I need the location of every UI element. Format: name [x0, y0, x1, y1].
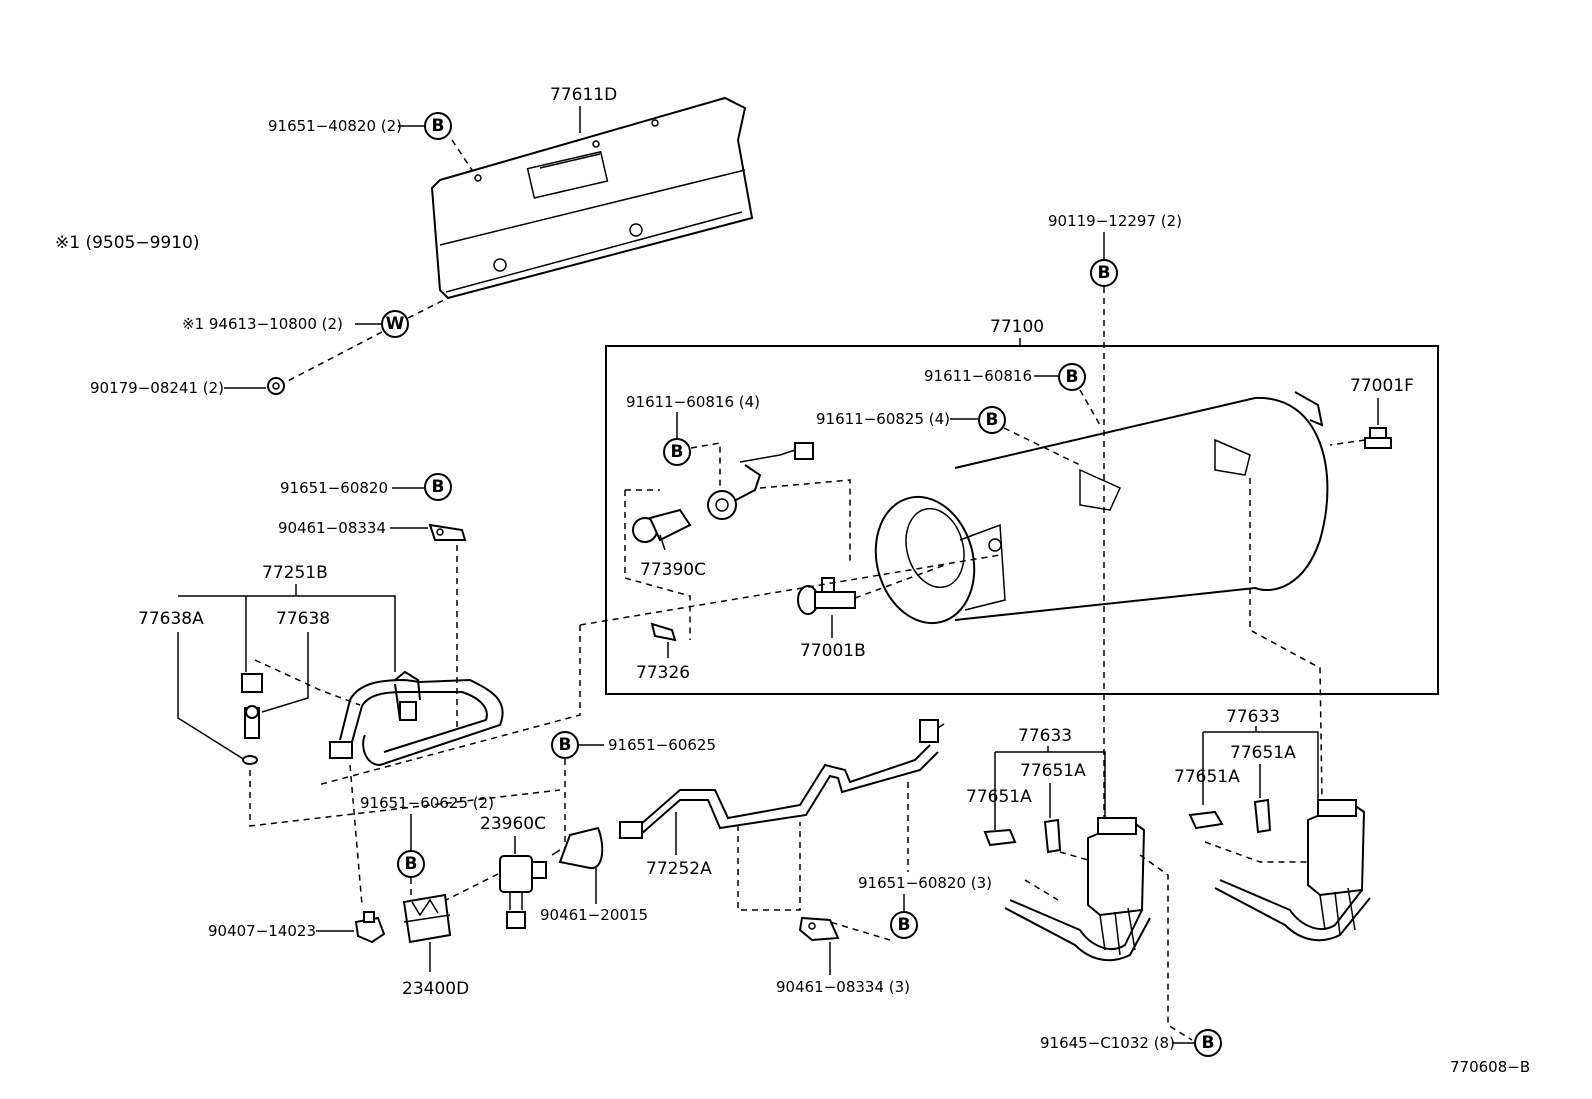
label-77001F: 77001F: [1350, 376, 1414, 396]
label-77633-left: 77633: [1018, 726, 1072, 746]
symbol-b-1: B: [424, 112, 452, 140]
symbol-b-4: B: [663, 438, 691, 466]
label-90179-08241: 90179−08241 (2): [90, 379, 224, 397]
plug-77001F: [1364, 427, 1392, 449]
svg-text:B: B: [986, 410, 999, 430]
label-91611-60816-4: 91611−60816 (4): [626, 393, 760, 411]
pipe-77251B: [329, 670, 504, 767]
label-91611-60816-top: 91611−60816: [924, 367, 1032, 385]
label-94613-10800: ※1 94613−10800 (2): [182, 315, 343, 333]
label-91651-60820-3: 91651−60820 (3): [858, 874, 992, 892]
label-91651-60820: 91651−60820: [280, 479, 388, 497]
bracket-90461-20015: [551, 826, 604, 870]
frame-77100: [605, 345, 1439, 695]
union-90407-14023: [354, 911, 386, 944]
symbol-b-9: B: [890, 911, 918, 939]
label-77638: 77638: [276, 609, 330, 629]
label-77001B: 77001B: [800, 641, 866, 661]
relay-23400D: [402, 893, 452, 944]
symbol-b-2: B: [1090, 259, 1118, 287]
label-90461-08334: 90461−08334: [278, 519, 386, 537]
symbol-b-3: B: [1058, 363, 1086, 391]
label-77651A-b: 77651A: [966, 787, 1032, 807]
drain-valve-77001B: [797, 577, 856, 615]
symbol-b-7: B: [551, 731, 579, 759]
label-77651A-a: 77651A: [1020, 761, 1086, 781]
label-23960C: 23960C: [480, 814, 546, 834]
switch-23960C: [499, 855, 547, 929]
label-77390C: 77390C: [640, 560, 706, 580]
label-77633-right: 77633: [1226, 707, 1280, 727]
diagram-id: 770608−B: [1450, 1058, 1530, 1076]
label-77651A-d: 77651A: [1174, 767, 1240, 787]
label-91651-40820: 91651−40820 (2): [268, 117, 402, 135]
label-90461-20015: 90461−20015: [540, 906, 648, 924]
label-77326: 77326: [636, 663, 690, 683]
svg-text:B: B: [1098, 263, 1111, 283]
symbol-b-6: B: [424, 473, 452, 501]
label-77251B: 77251B: [262, 563, 328, 583]
label-23400D: 23400D: [402, 979, 469, 999]
strap-77633-right: [1188, 798, 1371, 942]
symbol-b-10: B: [1194, 1029, 1222, 1057]
svg-text:B: B: [432, 116, 445, 136]
trim-panel-77611D: [430, 96, 754, 300]
label-77100: 77100: [990, 317, 1044, 337]
symbol-b-8: B: [397, 850, 425, 878]
label-77651A-c: 77651A: [1230, 743, 1296, 763]
label-91651-60625-2: 91651−60625 (2): [360, 794, 494, 812]
clamp-90461-08334-a: [428, 523, 467, 541]
label-90461-08334-3: 90461−08334 (3): [776, 978, 910, 996]
note-range: ※1 (9505−9910): [55, 233, 200, 253]
svg-text:B: B: [1066, 367, 1079, 387]
harness-77252A: [619, 719, 945, 839]
label-91611-60825: 91611−60825 (4): [816, 410, 950, 428]
label-91651-60625: 91651−60625: [608, 736, 716, 754]
fitting-77638A: [241, 673, 263, 765]
svg-text:B: B: [559, 735, 572, 755]
label-77638A: 77638A: [138, 609, 204, 629]
svg-text:W: W: [386, 314, 405, 334]
svg-text:B: B: [432, 477, 445, 497]
symbol-w: W: [381, 310, 409, 338]
sensor-77326: [650, 622, 677, 642]
label-77252A: 77252A: [646, 859, 712, 879]
clamp-90461-08334-b: [798, 916, 840, 942]
strap-77633-left: [983, 817, 1151, 962]
air-tank: [874, 391, 1329, 625]
label-91645-C1032: 91645−C1032 (8): [1040, 1034, 1175, 1052]
svg-text:B: B: [405, 854, 418, 874]
symbol-b-5: B: [978, 406, 1006, 434]
label-90407-14023: 90407−14023: [208, 922, 316, 940]
svg-text:B: B: [671, 442, 684, 462]
valve-assembly: [632, 442, 814, 551]
svg-text:B: B: [1202, 1033, 1215, 1053]
clip-90179-08241: [267, 377, 285, 395]
label-90119-12297: 90119−12297 (2): [1048, 212, 1182, 230]
label-77611D: 77611D: [550, 85, 617, 105]
svg-text:B: B: [898, 915, 911, 935]
